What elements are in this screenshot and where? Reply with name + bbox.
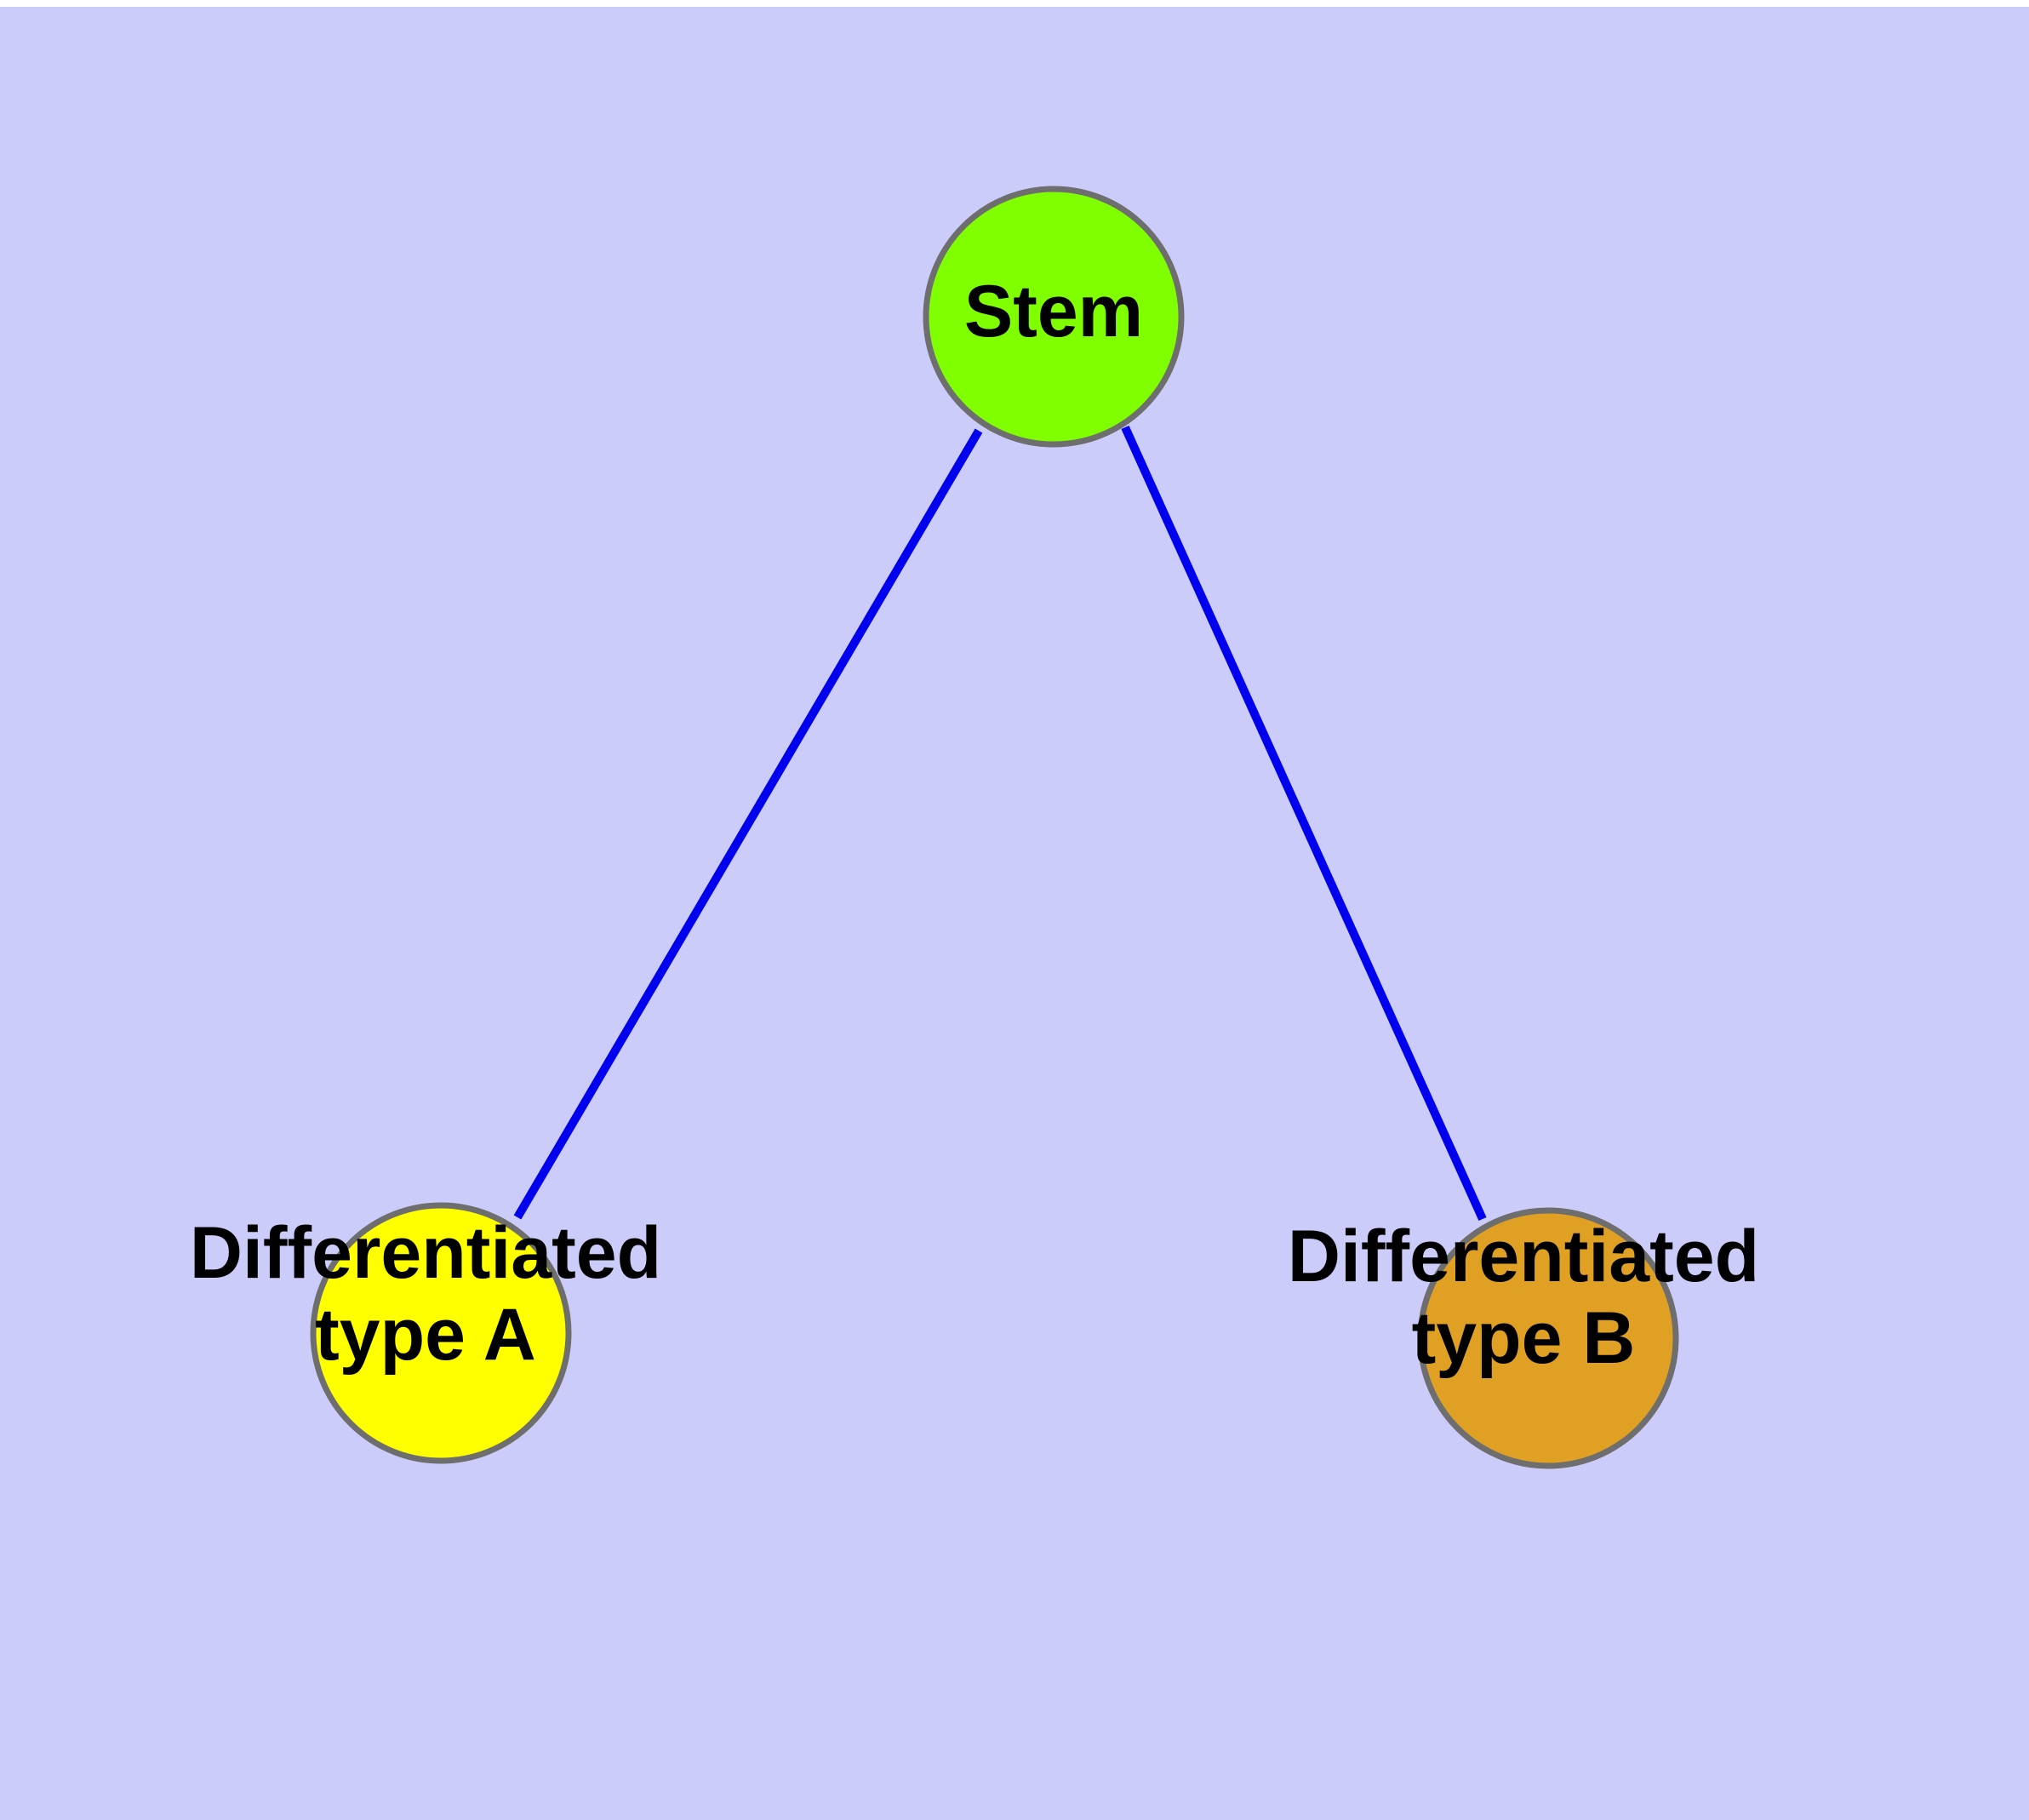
node-label-line: Stem: [964, 271, 1143, 352]
node-label-line: Differentiated: [190, 1212, 661, 1294]
node-label-line: type B: [1412, 1297, 1636, 1379]
node-label-stem: Stem: [964, 271, 1143, 352]
node-stem[interactable]: Stem: [923, 186, 1185, 448]
node-circle-stem[interactable]: [923, 186, 1185, 448]
node-label-line: Differentiated: [1288, 1216, 1759, 1297]
edges-group: [513, 425, 1487, 1222]
node-circle-diff_b[interactable]: [1417, 1207, 1679, 1469]
edge-stem-to-a[interactable]: [513, 428, 983, 1220]
node-circle-diff_a[interactable]: [310, 1202, 572, 1464]
node-label-line: type A: [315, 1294, 536, 1376]
edge-stem-to-b[interactable]: [1121, 425, 1487, 1222]
